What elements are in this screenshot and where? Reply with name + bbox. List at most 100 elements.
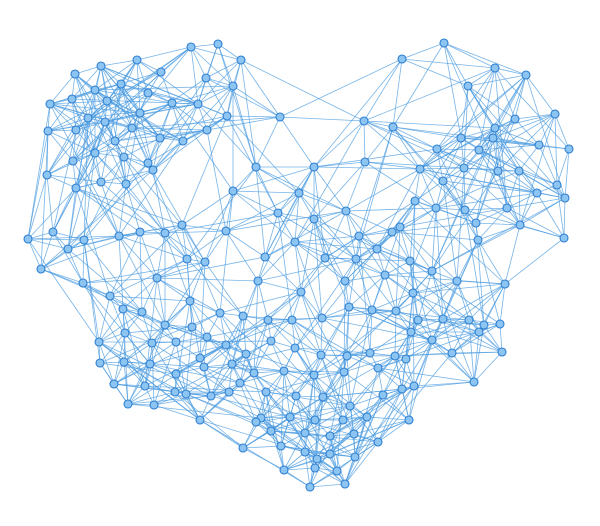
graph-edge <box>147 115 228 164</box>
graph-edge <box>114 140 127 185</box>
graph-edge <box>345 210 357 260</box>
graph-edge <box>83 239 143 313</box>
graph-edge <box>504 224 521 285</box>
graph-edge <box>376 168 421 250</box>
graph-edge <box>443 42 462 139</box>
graph-edge <box>82 282 151 365</box>
graph-node <box>427 266 437 276</box>
graph-edge <box>47 117 89 132</box>
graph-edge <box>136 59 141 114</box>
graph-node <box>201 73 211 83</box>
graph-edge <box>538 144 558 186</box>
graph-edge <box>346 355 379 369</box>
graph-node <box>372 244 382 254</box>
graph-node <box>193 99 203 109</box>
graph-node <box>534 140 544 150</box>
graph-edge <box>401 42 445 60</box>
graph-node <box>354 231 364 241</box>
graph-node <box>310 415 320 425</box>
graph-edge <box>265 391 351 407</box>
graph-edge <box>152 140 184 171</box>
graph-edge <box>156 258 188 279</box>
graph-node <box>182 254 192 264</box>
graph-edge <box>109 258 188 297</box>
graph-edge <box>395 226 401 312</box>
graph-edge <box>460 137 465 169</box>
graph-node <box>149 400 159 410</box>
graph-edge <box>239 382 257 423</box>
graph-edge <box>324 257 346 282</box>
graph-edge <box>346 339 433 357</box>
graph-node <box>109 379 119 389</box>
graph-edge <box>525 74 566 199</box>
graph-node <box>235 378 245 388</box>
graph-node <box>222 111 232 121</box>
graph-edge <box>277 192 300 214</box>
graph-node <box>185 296 195 306</box>
graph-edge <box>492 137 520 172</box>
graph-edge <box>443 42 527 76</box>
graph-edge <box>98 308 124 343</box>
graph-node <box>395 222 405 232</box>
graph-edge <box>231 363 297 397</box>
graph-edge <box>377 358 407 369</box>
graph-edge <box>228 391 316 421</box>
graph-edge <box>329 435 356 458</box>
graph-edge <box>141 311 177 343</box>
graph-edge <box>291 319 296 349</box>
graph-edge <box>363 58 403 122</box>
graph-edge <box>313 166 421 170</box>
graph-node <box>438 176 448 186</box>
graph-edge <box>123 156 183 226</box>
graph-edge <box>506 207 565 239</box>
graph-edge <box>313 218 346 282</box>
graph-node <box>279 366 289 376</box>
graph-node <box>202 125 212 135</box>
graph-edge <box>260 417 338 472</box>
graph-edge <box>442 280 458 320</box>
graph-edge <box>294 317 323 349</box>
graph-node <box>266 426 276 436</box>
graph-node <box>227 359 237 369</box>
graph-node <box>391 306 401 316</box>
graph-edge <box>265 370 285 393</box>
graph-edge <box>494 67 527 76</box>
graph-node <box>238 311 248 321</box>
graph-edge <box>94 89 173 104</box>
graph-node <box>397 54 407 64</box>
graph-edge <box>203 366 212 397</box>
graph-node <box>160 320 170 330</box>
graph-edge <box>436 148 480 151</box>
graph-edge <box>518 170 566 199</box>
graph-edge <box>405 358 415 387</box>
graph-edge <box>225 212 279 232</box>
graph-edge <box>99 332 126 364</box>
graph-edge <box>267 319 296 349</box>
graph-node <box>181 389 191 399</box>
graph-edge <box>228 391 257 423</box>
graph-edge <box>392 126 462 139</box>
graph-edge <box>295 395 306 434</box>
graph-edge <box>366 416 410 421</box>
graph-edge <box>442 318 480 333</box>
graph-edge <box>298 192 347 212</box>
graph-edge <box>181 224 188 260</box>
graph-node <box>463 81 473 91</box>
graph-edge <box>94 59 138 91</box>
graph-edge <box>405 339 433 360</box>
graph-edge <box>67 248 143 313</box>
graph-edge <box>442 180 521 226</box>
graph-edge <box>257 241 296 282</box>
graph-edge <box>204 230 227 263</box>
graph-edge <box>355 258 397 312</box>
graph-edge <box>125 112 141 185</box>
graph-edge <box>113 336 208 385</box>
graph-edge <box>264 212 279 258</box>
graph-edge <box>399 207 437 228</box>
graph-edge <box>504 237 565 285</box>
graph-edge <box>309 441 379 488</box>
graph-edge <box>314 467 346 485</box>
graph-node <box>119 357 129 367</box>
graph-edge <box>27 103 51 240</box>
graph-edge <box>436 74 527 150</box>
